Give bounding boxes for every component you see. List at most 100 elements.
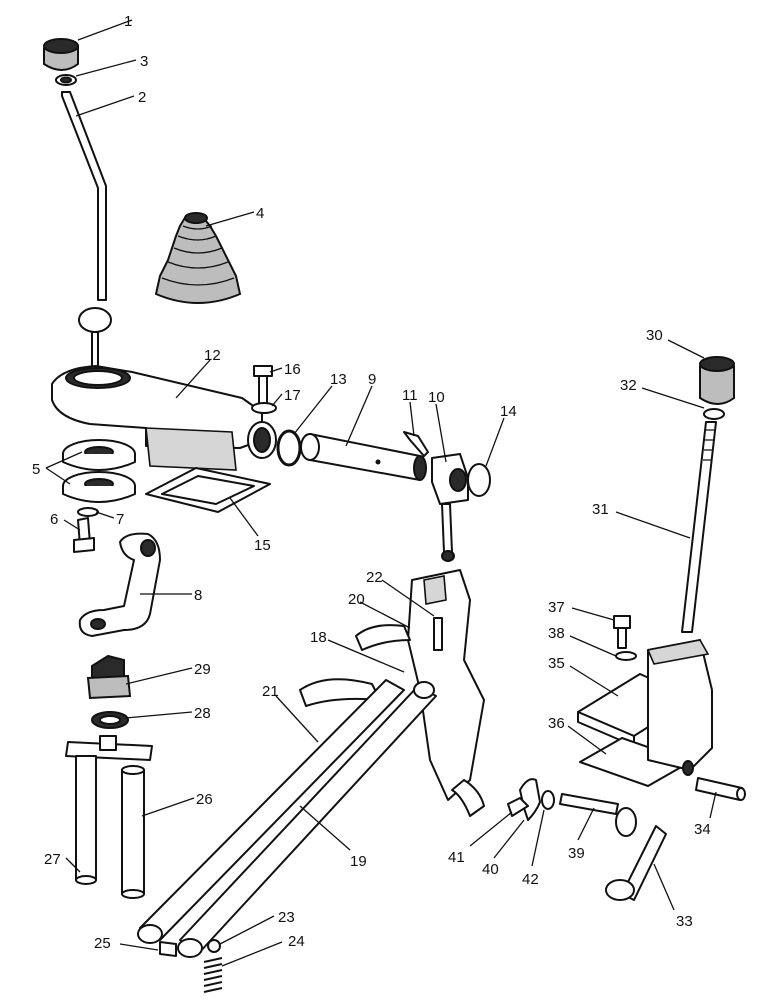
callout-40: 40: [482, 861, 499, 878]
part-fork-assembly: [299, 569, 485, 817]
part-switch-29: [86, 654, 132, 700]
part-circlip-42: [541, 790, 555, 810]
leader-line-39: [577, 807, 595, 841]
callout-41: 41: [448, 849, 465, 866]
leader-line-26: [141, 797, 195, 817]
callout-1: 1: [124, 13, 132, 30]
callout-12: 12: [204, 347, 221, 364]
callout-16: 16: [284, 361, 301, 378]
callout-36: 36: [548, 715, 565, 732]
callout-14: 14: [500, 403, 517, 420]
part-rail-19: [177, 681, 437, 958]
part-bolt-16: [253, 365, 273, 405]
part-spring-24: [203, 957, 223, 993]
callout-33: 33: [676, 913, 693, 930]
leader-line-9: [345, 385, 373, 447]
part-bolt-37: [613, 615, 631, 649]
callout-labels: 1 2 3 4 5 6 7 8 9 10 11 12 13 14 15 16 1…: [32, 13, 711, 952]
callout-18: 18: [310, 629, 327, 646]
part-boot-4: [154, 212, 242, 304]
callout-2: 2: [138, 89, 146, 106]
part-knob-30: [699, 356, 735, 405]
leader-line-5a: [45, 451, 83, 469]
part-rail-21: [137, 679, 405, 944]
part-rod-27: [75, 755, 97, 885]
callout-30: 30: [646, 327, 663, 344]
leader-line-7: [95, 511, 115, 519]
part-o-ring-13: [276, 429, 302, 467]
callout-11: 11: [402, 387, 418, 404]
leader-line-11: [409, 401, 415, 437]
part-rod-26: [121, 765, 145, 899]
part-washer-17: [251, 402, 277, 414]
leader-line-32: [641, 387, 705, 409]
callout-20: 20: [348, 591, 365, 608]
part-plug-14: [467, 463, 491, 497]
part-bracket-8: [78, 532, 161, 637]
leader-line-38: [569, 635, 617, 657]
leader-line-5b: [45, 467, 71, 485]
leader-line-25: [119, 943, 159, 951]
leader-line-23: [219, 915, 275, 945]
callout-3: 3: [140, 53, 148, 70]
callout-34: 34: [694, 821, 711, 838]
leader-line-30: [667, 339, 705, 359]
leader-line-6: [63, 519, 81, 531]
part-nut-28: [91, 711, 129, 729]
callout-29: 29: [194, 661, 211, 678]
callout-4: 4: [256, 205, 264, 222]
callout-37: 37: [548, 599, 565, 616]
part-pin-22: [433, 617, 443, 651]
leader-line-36: [567, 725, 607, 755]
callout-13: 13: [330, 371, 347, 388]
leader-line-18: [327, 639, 405, 673]
leader-line-22: [381, 579, 435, 617]
part-ball-23: [207, 939, 221, 953]
callout-15: 15: [254, 537, 271, 554]
leader-line-41: [469, 811, 513, 847]
callout-27: 27: [44, 851, 61, 868]
callout-24: 24: [288, 933, 305, 950]
part-gasket-15: [145, 467, 271, 513]
callout-6: 6: [50, 511, 58, 528]
leader-line-17: [271, 393, 283, 407]
callout-31: 31: [592, 501, 609, 518]
part-plug-25: [159, 941, 177, 957]
part-washer-7: [77, 507, 99, 517]
callout-17: 17: [284, 387, 301, 404]
part-pin-34: [695, 777, 746, 801]
callout-42: 42: [522, 871, 539, 888]
callout-8: 8: [194, 587, 202, 604]
leader-line-19: [299, 805, 351, 851]
part-bolt-6: [73, 517, 95, 553]
leader-line-42: [531, 809, 545, 867]
leader-line-10: [435, 403, 447, 463]
callout-38: 38: [548, 625, 565, 642]
leader-line-34: [709, 791, 717, 819]
callout-39: 39: [568, 845, 585, 862]
leader-line-28: [125, 711, 193, 719]
leader-line-4: [205, 211, 255, 227]
part-ring-3: [55, 74, 77, 86]
part-pin-41: [507, 797, 529, 817]
callout-5: 5: [32, 461, 40, 478]
leader-line-31: [615, 511, 691, 539]
leader-line-27: [65, 857, 81, 873]
callout-21: 21: [262, 683, 279, 700]
leader-line-2: [75, 95, 135, 117]
part-fork-33: [605, 825, 667, 901]
callout-19: 19: [350, 853, 367, 870]
leader-line-3: [75, 59, 137, 77]
leader-line-12: [175, 359, 211, 399]
leader-line-37: [571, 607, 615, 621]
callout-28: 28: [194, 705, 211, 722]
part-gear-lever-2: [61, 91, 112, 383]
callout-35: 35: [548, 655, 565, 672]
part-nut-32: [703, 408, 725, 420]
leader-line-21: [275, 695, 319, 743]
leader-line-16: [269, 367, 283, 373]
part-flange-5b: [62, 471, 136, 503]
part-shaft-39: [559, 793, 637, 837]
callout-25: 25: [94, 935, 111, 952]
callout-10: 10: [428, 389, 445, 406]
